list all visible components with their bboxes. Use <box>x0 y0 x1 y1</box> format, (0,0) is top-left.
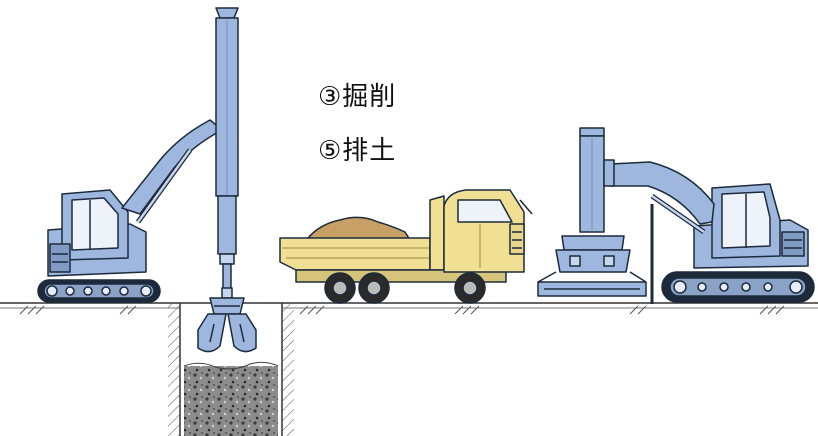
dump-bed <box>279 237 431 271</box>
retracted-arm <box>537 127 647 297</box>
excavation-pit <box>168 303 294 436</box>
ground <box>0 302 818 315</box>
pit-soil <box>184 366 278 436</box>
left-excavator <box>37 119 223 303</box>
clamshell-bucket <box>197 297 257 353</box>
step-label-discharge: ⑤排土 <box>318 136 397 166</box>
telescopic-arm <box>215 7 239 299</box>
step-label-dig: ③掘削 <box>318 82 397 112</box>
soil-load <box>307 216 411 241</box>
right-excavator <box>609 161 815 304</box>
truck-wheels <box>324 272 486 304</box>
dump-truck <box>279 189 533 304</box>
